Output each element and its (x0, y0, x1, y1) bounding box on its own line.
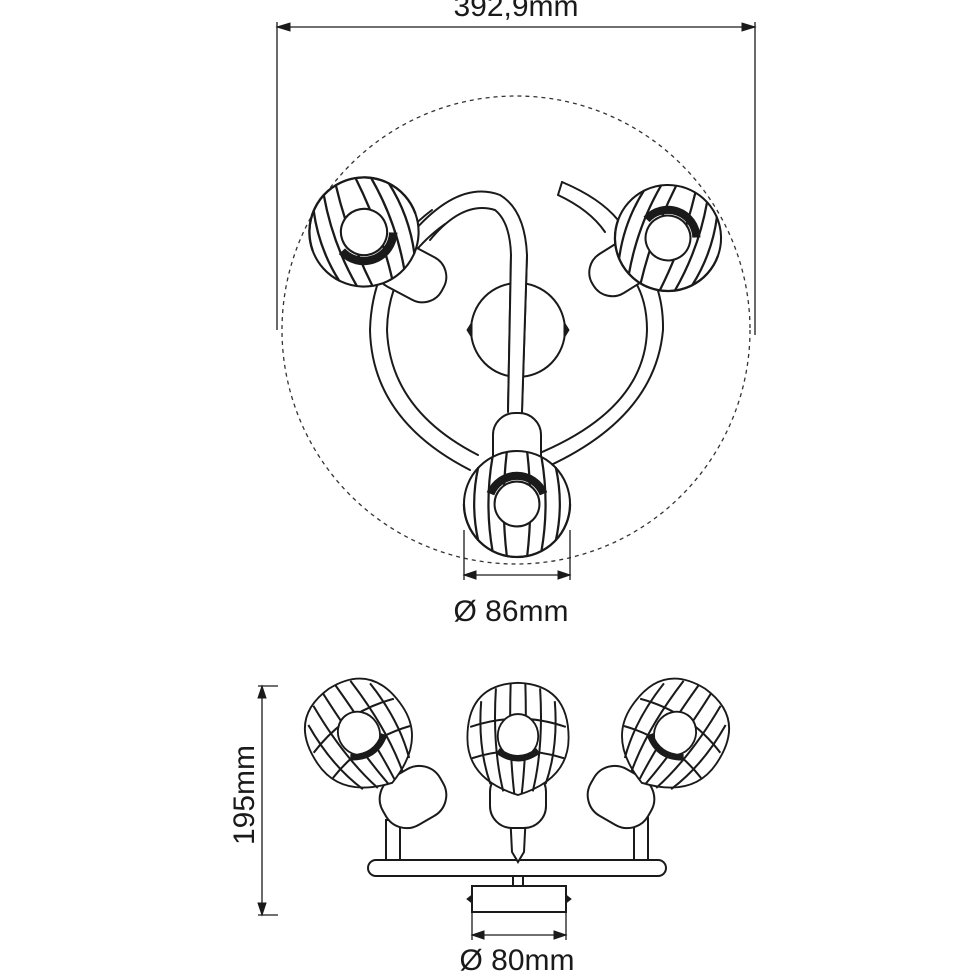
height-label: 195mm (228, 745, 261, 845)
stem-outer (414, 190, 528, 411)
base-diameter-label: Ø 80mm (459, 944, 574, 971)
width-label: 392,9mm (453, 0, 578, 23)
mounting-bar (367, 859, 667, 877)
right-arm-tip-inner (557, 194, 606, 233)
right-arm-tip-outer (561, 181, 619, 221)
arrow-right-icon (557, 570, 572, 580)
arrow-left-icon (275, 22, 291, 32)
shade-bottom (464, 451, 570, 557)
base-plate (471, 885, 567, 913)
arrow-left-icon (470, 930, 485, 940)
screw-left-icon (466, 320, 473, 340)
screw-right-icon (563, 320, 570, 340)
reach-outline (281, 95, 751, 565)
side-view: 195mm Ø 80mm (228, 660, 748, 971)
screw-left-icon (466, 893, 473, 905)
arrow-left-icon (462, 570, 477, 580)
shade-diameter-label: Ø 86mm (453, 595, 568, 628)
arrow-right-icon (741, 22, 757, 32)
side-shade-center (467, 683, 568, 795)
stem-inner (429, 207, 512, 411)
screw-right-icon (565, 893, 572, 905)
arrow-right-icon (553, 930, 568, 940)
arrow-up-icon (257, 684, 267, 699)
top-view: 392,9mm (275, 0, 757, 628)
arrow-down-icon (257, 902, 267, 917)
